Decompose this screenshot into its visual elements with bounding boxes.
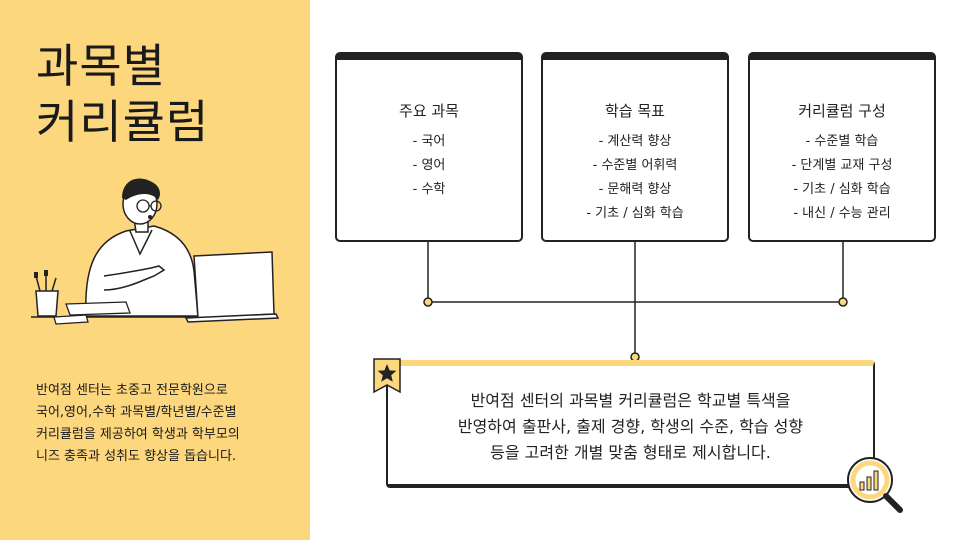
summary-line: 반여점 센터의 과목별 커리큘럼은 학교별 특색을 xyxy=(470,391,791,410)
list-item: - 영어 xyxy=(412,158,446,173)
card-list: - 국어 - 영어 - 수학 xyxy=(337,130,521,202)
list-item: - 수준별 어휘력 xyxy=(592,158,678,173)
description-line: 반여점 센터는 초중고 전문학원으로 xyxy=(36,383,228,398)
card-title: 커리큘럼 구성 xyxy=(798,102,886,120)
summary-text: 반여점 센터의 과목별 커리큘럼은 학교별 특색을 반영하여 출판사, 출제 경… xyxy=(388,388,873,466)
pencil-cup-icon xyxy=(34,270,59,317)
person-with-laptop-illustration xyxy=(31,178,280,325)
title-line-2: 커리큘럼 xyxy=(36,95,210,149)
connector-node xyxy=(838,297,848,307)
card-learning-goals: 학습 목표 - 계산력 향상 - 수준별 어휘력 - 문해력 향상 - 기초 /… xyxy=(541,52,729,242)
connector-node xyxy=(423,297,433,307)
left-panel: 과목별 커리큘럼 xyxy=(0,0,310,540)
description-line: 국어,영어,수학 과목별/학년별/수준별 xyxy=(36,405,237,420)
card-main-subjects: 주요 과목 - 국어 - 영어 - 수학 xyxy=(335,52,523,242)
list-item: - 문해력 향상 xyxy=(598,182,672,197)
card-list: - 계산력 향상 - 수준별 어휘력 - 문해력 향상 - 기초 / 심화 학습 xyxy=(543,130,727,226)
magnifier-chart-icon xyxy=(847,457,903,513)
description-line: 커리큘럼을 제공하여 학생과 학부모의 xyxy=(36,427,240,442)
list-item: - 수준별 학습 xyxy=(805,134,879,149)
list-item: - 기초 / 심화 학습 xyxy=(586,206,684,221)
card-title: 주요 과목 xyxy=(399,102,459,120)
page-title: 과목별 커리큘럼 xyxy=(36,38,209,150)
summary-box: 반여점 센터의 과목별 커리큘럼은 학교별 특색을 반영하여 출판사, 출제 경… xyxy=(386,360,875,488)
list-item: - 단계별 교재 구성 xyxy=(791,158,893,173)
summary-line: 등을 고려한 개별 맞춤 형태로 제시합니다. xyxy=(490,443,771,462)
description: 반여점 센터는 초중고 전문학원으로 국어,영어,수학 과목별/학년별/수준별 … xyxy=(36,380,296,468)
star-badge-icon xyxy=(373,358,401,394)
summary-line: 반영하여 출판사, 출제 경향, 학생의 수준, 학습 성향 xyxy=(457,417,804,436)
card-title: 학습 목표 xyxy=(605,102,665,120)
list-item: - 수학 xyxy=(412,182,446,197)
list-item: - 국어 xyxy=(412,134,446,149)
card-list: - 수준별 학습 - 단계별 교재 구성 - 기초 / 심화 학습 - 내신 /… xyxy=(750,130,934,226)
card-curriculum-structure: 커리큘럼 구성 - 수준별 학습 - 단계별 교재 구성 - 기초 / 심화 학… xyxy=(748,52,936,242)
description-line: 니즈 충족과 성취도 향상을 돕습니다. xyxy=(36,449,237,464)
title-line-1: 과목별 xyxy=(36,39,166,93)
list-item: - 계산력 향상 xyxy=(598,134,672,149)
list-item: - 내신 / 수능 관리 xyxy=(793,206,891,221)
list-item: - 기초 / 심화 학습 xyxy=(793,182,891,197)
